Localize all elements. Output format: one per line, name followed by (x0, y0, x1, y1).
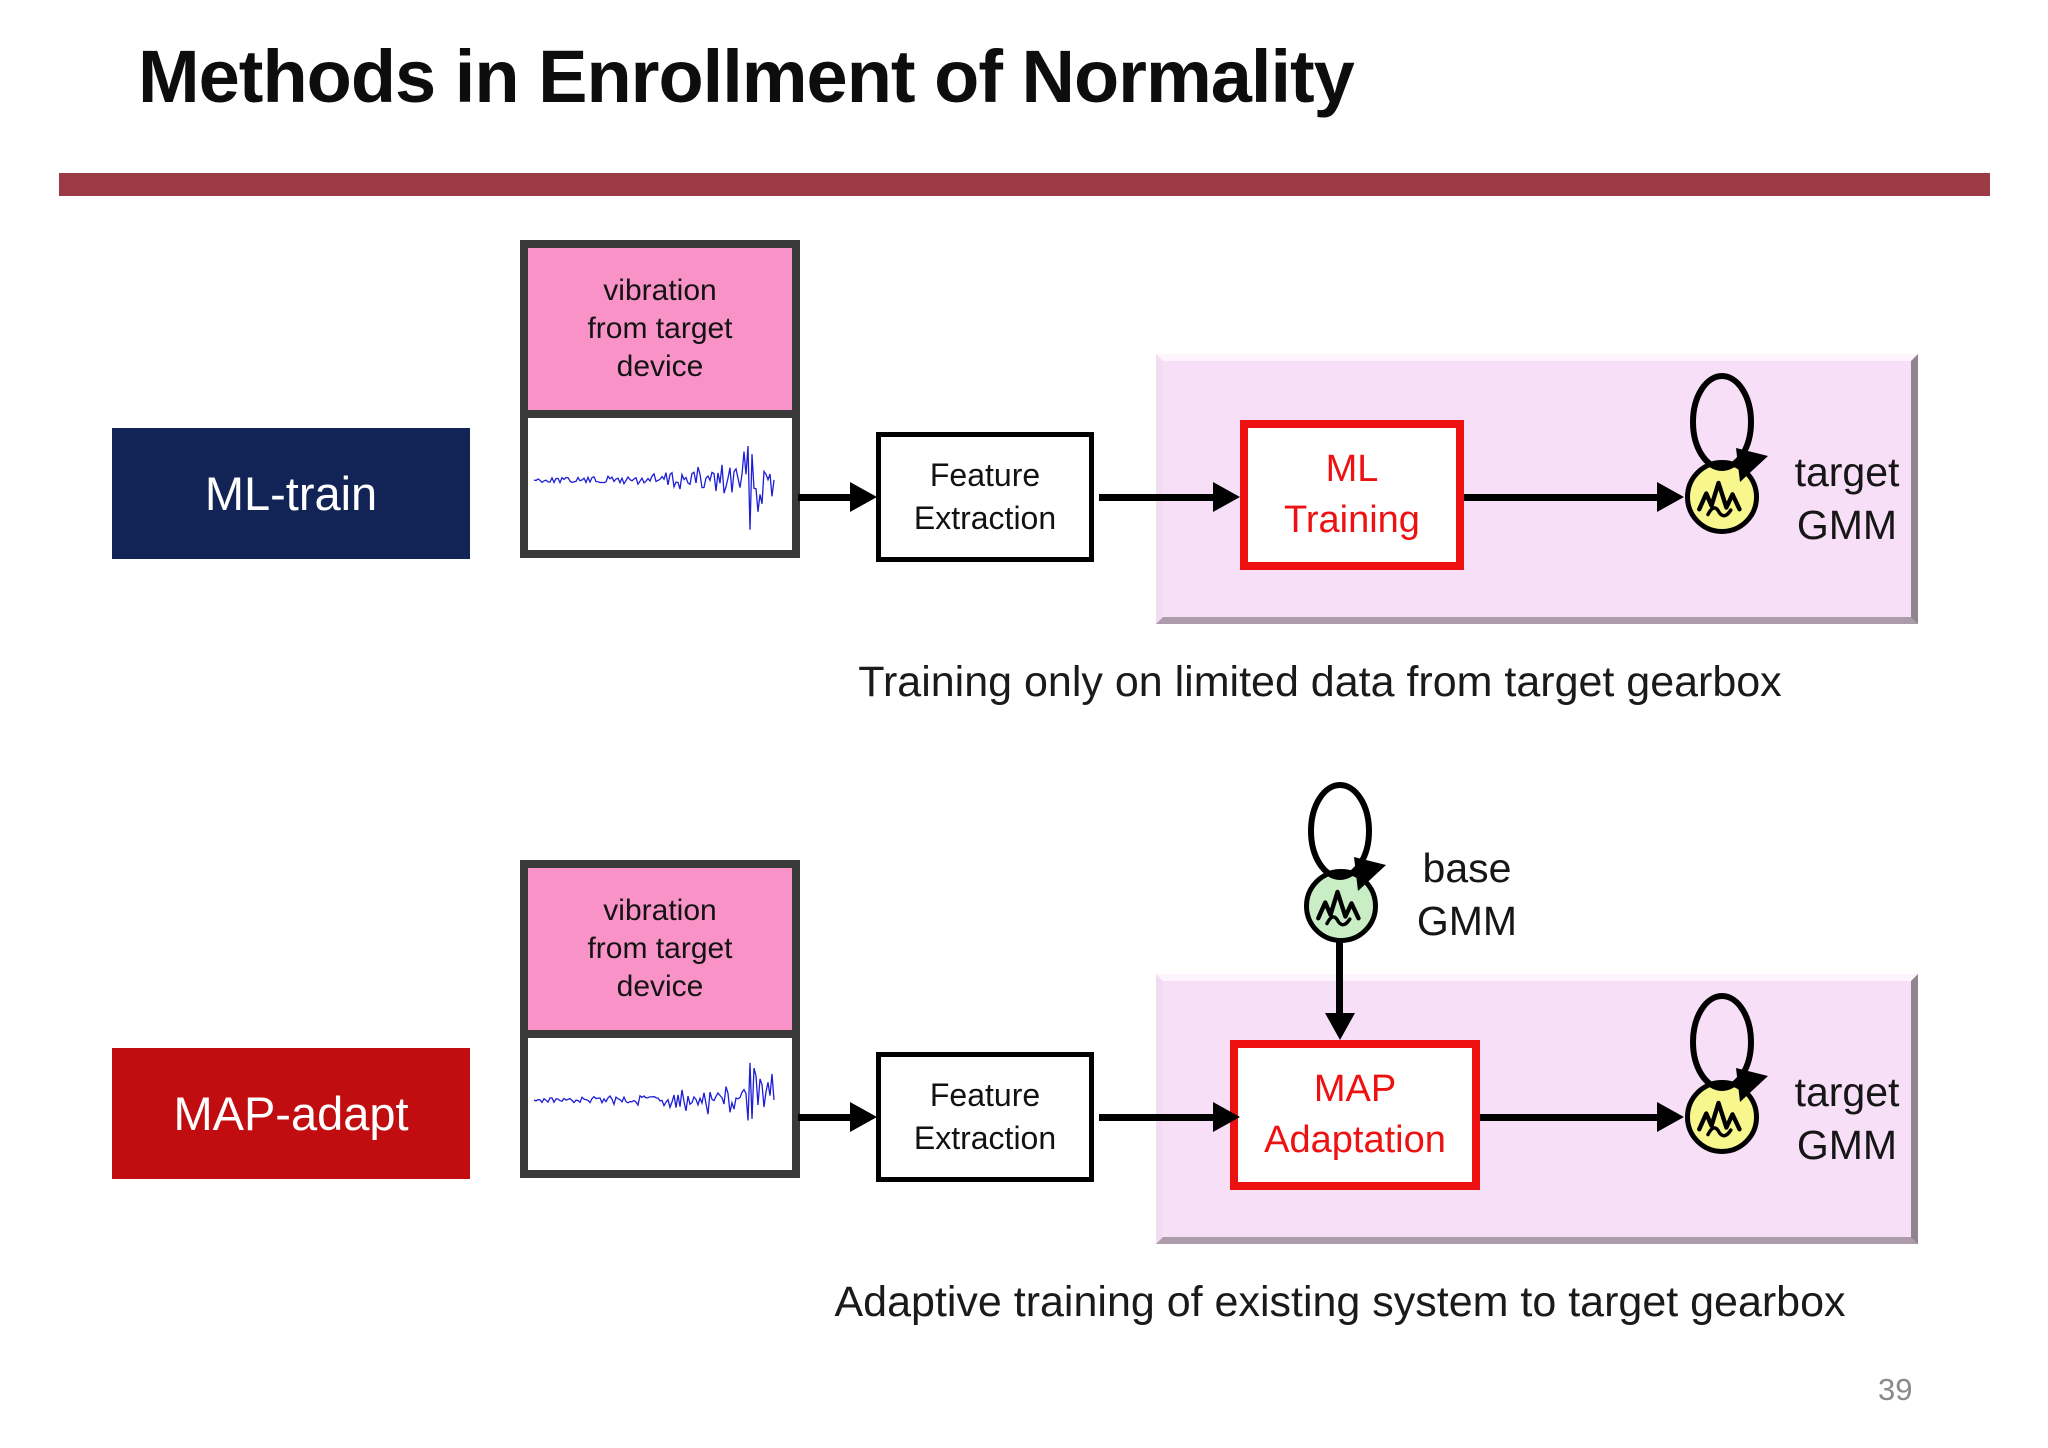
gmm-icon-base (1316, 889, 1361, 927)
vibration-caption-2: vibration from target device (528, 868, 792, 1038)
feature2-line-2: Extraction (913, 1120, 1057, 1156)
feature-line-2: Extraction (913, 500, 1057, 536)
map-adapt-label-box: MAP-adapt (112, 1048, 470, 1179)
target-label-line-2: GMM (1796, 502, 1898, 548)
arrow-base-to-adaptation (1336, 938, 1343, 1016)
target-gmm-label-1: target GMM (1762, 446, 1932, 552)
vibration-line-1: vibration (603, 274, 717, 307)
map-adaptation-box: MAP Adaptation (1230, 1040, 1480, 1190)
base-label-line-2: GMM (1416, 898, 1518, 944)
ml-training-line-2: Training (1284, 499, 1420, 541)
map-adapt-label: MAP-adapt (173, 1087, 409, 1140)
page-number: 39 (1878, 1372, 1913, 1407)
arrow-feature-to-process-2 (1099, 1114, 1215, 1121)
self-loop-arrow-1 (1690, 373, 1768, 482)
vibration2-line-1: vibration (603, 894, 717, 927)
ml-training-box: ML Training (1240, 420, 1464, 570)
slide-title: Methods in Enrollment of Normality (138, 35, 1355, 118)
target-label-line-1: target (1794, 449, 1900, 495)
self-loop-arrow-2 (1690, 993, 1768, 1102)
waveform-panel-2 (528, 1038, 792, 1162)
base-gmm-label: base GMM (1382, 842, 1552, 948)
vibration-input-box-1: vibration from target device (520, 240, 800, 558)
arrowhead-1c (1657, 482, 1684, 512)
title-divider-bar (59, 173, 1990, 196)
arrow-process-to-gmm-1 (1464, 494, 1659, 501)
target-gmm-label-2: target GMM (1762, 1066, 1932, 1172)
self-loop-arrow-base (1308, 782, 1386, 891)
ml-caption: Training only on limited data from targe… (858, 658, 1782, 706)
vibration2-line-2: from target (587, 932, 733, 965)
waveform-plot-1 (533, 446, 775, 530)
vibration-caption-1: vibration from target device (528, 248, 792, 418)
vibration-line-2: from target (587, 312, 733, 345)
vibration2-line-3: device (616, 970, 704, 1003)
map-caption: Adaptive training of existing system to … (834, 1278, 1846, 1326)
arrowhead-2c (1657, 1102, 1684, 1132)
arrow-feature-to-process-1 (1099, 494, 1215, 501)
feature-extraction-box-2: Feature Extraction (876, 1052, 1094, 1182)
feature-line-1: Feature (929, 457, 1041, 493)
gmm-icon-2 (1697, 1100, 1742, 1138)
arrowhead-2a (850, 1102, 877, 1132)
feature2-line-1: Feature (929, 1077, 1041, 1113)
target2-label-line-2: GMM (1796, 1122, 1898, 1168)
arrow-vibration-to-feature-1 (798, 494, 852, 501)
ml-train-label: ML-train (204, 467, 378, 520)
ml-training-line-1: ML (1325, 448, 1379, 490)
map-adaptation-line-2: Adaptation (1264, 1119, 1446, 1161)
arrowhead-1a (850, 482, 877, 512)
arrow-process-to-gmm-2 (1480, 1114, 1659, 1121)
arrow-vibration-to-feature-2 (798, 1114, 852, 1121)
arrowhead-1b (1213, 482, 1240, 512)
arrowhead-base-down (1325, 1013, 1355, 1040)
waveform-panel-1 (528, 418, 792, 542)
gmm-icon-1 (1697, 480, 1742, 518)
map-adaptation-line-1: MAP (1313, 1068, 1397, 1110)
arrowhead-2b (1213, 1102, 1240, 1132)
base-label-line-1: base (1422, 845, 1512, 891)
target2-label-line-1: target (1794, 1069, 1900, 1115)
vibration-input-box-2: vibration from target device (520, 860, 800, 1178)
waveform-plot-2 (533, 1062, 775, 1121)
vibration-line-3: device (616, 350, 704, 383)
feature-extraction-box-1: Feature Extraction (876, 432, 1094, 562)
ml-train-label-box: ML-train (112, 428, 470, 559)
